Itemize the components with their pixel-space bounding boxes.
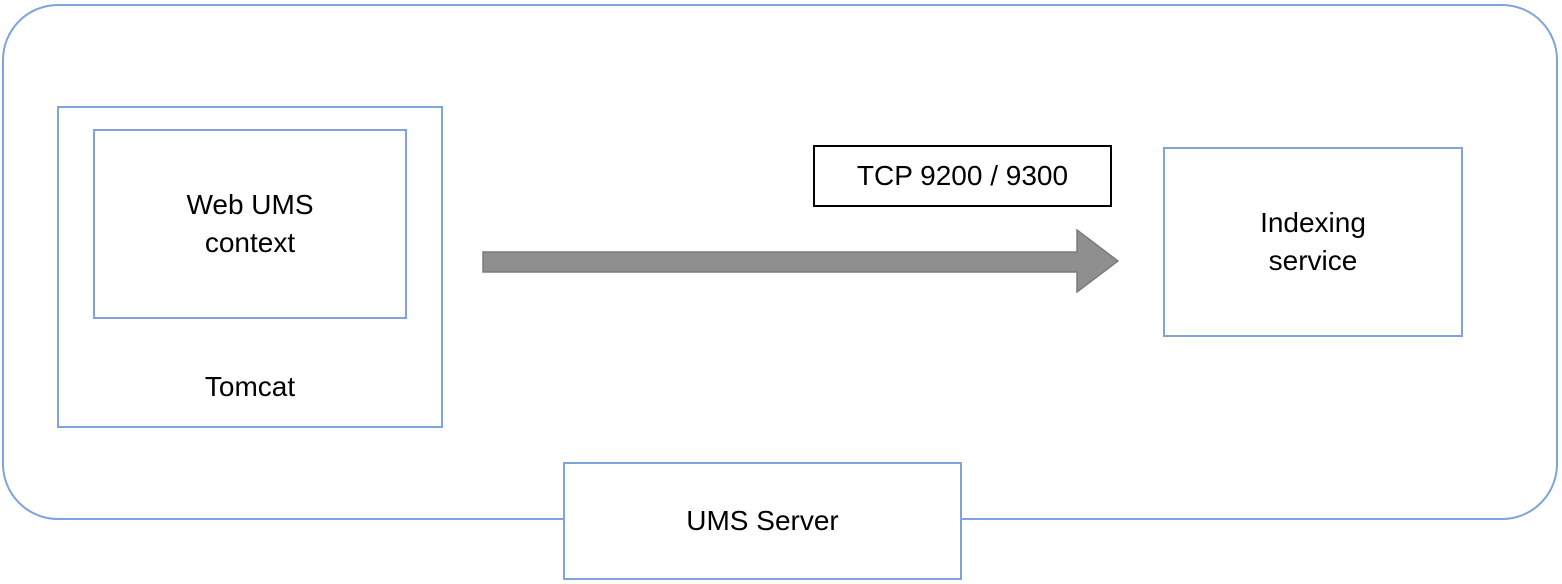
arrow-right-shape	[482, 229, 1119, 293]
indexing-service-label: Indexing service	[1260, 206, 1366, 276]
protocol-label: TCP 9200 / 9300	[856, 159, 1069, 191]
web-ums-context-label: Web UMS context	[186, 188, 314, 258]
tomcat-label: Tomcat	[204, 370, 296, 402]
ums-server-label-box: UMS Server	[563, 462, 962, 580]
connection-arrow-icon	[482, 229, 1119, 293]
web-ums-context-box: Web UMS context	[93, 129, 407, 319]
indexing-service-box: Indexing service	[1163, 147, 1463, 337]
ums-server-label: UMS Server	[686, 504, 839, 536]
protocol-label-box: TCP 9200 / 9300	[813, 145, 1112, 207]
tomcat-box: Web UMS context Tomcat	[57, 106, 443, 428]
